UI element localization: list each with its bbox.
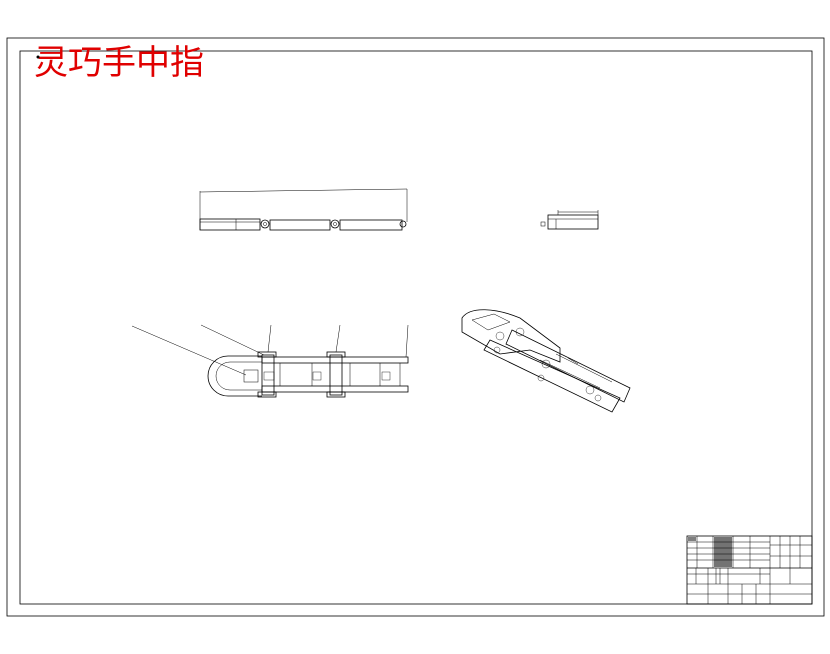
leader-line-1 [131, 325, 247, 376]
side-view [540, 210, 599, 230]
outer-border [6, 37, 825, 617]
overall-dimension-line [199, 188, 408, 193]
top-elevation-view [199, 188, 408, 231]
plan-view [131, 324, 409, 398]
leader-line-3 [267, 324, 272, 353]
isometric-view [461, 309, 631, 413]
title-block [686, 535, 813, 605]
drawing-title: 灵巧手中指 [34, 43, 204, 83]
leader-line-5 [405, 324, 409, 358]
leader-line-4 [335, 324, 341, 353]
origin-marker [36, 55, 40, 59]
leader-line-2 [200, 324, 265, 356]
inner-border [19, 50, 813, 605]
